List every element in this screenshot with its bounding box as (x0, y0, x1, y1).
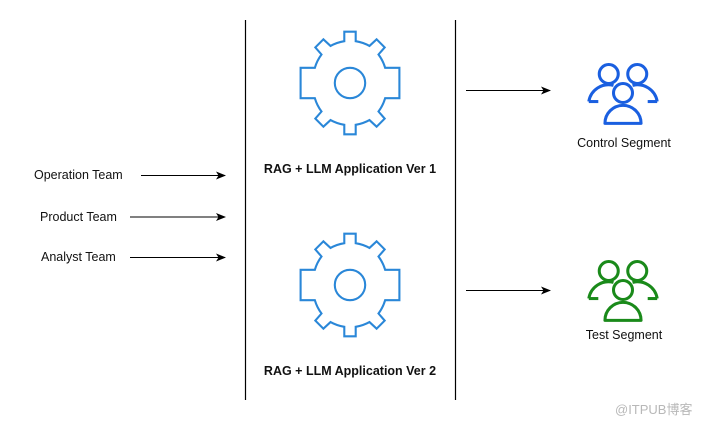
segment-label-control: Control Segment (577, 136, 671, 150)
team-label-product: Product Team (40, 210, 117, 224)
app-label-ver2: RAG + LLM Application Ver 2 (263, 364, 437, 378)
gear-icon (299, 30, 401, 136)
team-label-operation: Operation Team (34, 168, 123, 182)
users-group-icon (587, 259, 659, 322)
team-label-analyst: Analyst Team (41, 250, 116, 264)
gear-icon (299, 232, 401, 338)
app-label-ver1: RAG + LLM Application Ver 1 (263, 162, 437, 176)
segment-label-test: Test Segment (585, 328, 663, 342)
watermark: @ITPUB博客 (615, 402, 693, 417)
users-group-icon (587, 62, 659, 125)
